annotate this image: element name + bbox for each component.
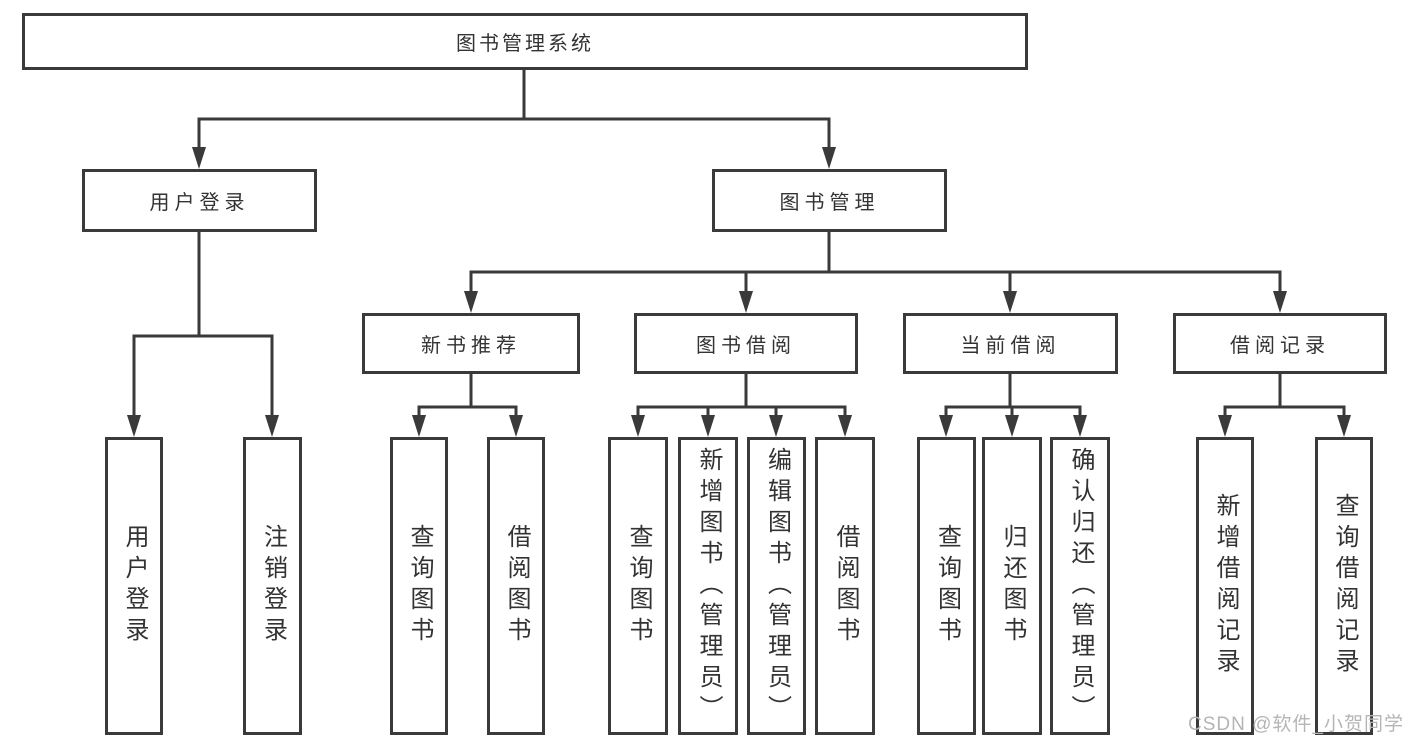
leaf-add-book-admin: 新增图书（管理员）	[678, 437, 738, 735]
leaf-query-books-recommend-label: 查询图书	[406, 524, 433, 648]
node-user-login-label: 用户登录	[149, 192, 250, 214]
leaf-borrow-books-borrowing: 借阅图书	[815, 437, 875, 735]
leaf-confirm-return-admin-label: 确认归还（管理员）	[1067, 446, 1094, 726]
leaf-query-books-recommend: 查询图书	[390, 437, 448, 735]
leaf-return-book: 归还图书	[982, 437, 1042, 735]
node-new-book-recommend: 新书推荐	[362, 313, 580, 374]
leaf-borrow-books-recommend: 借阅图书	[487, 437, 545, 735]
node-library-system: 图书管理系统	[22, 13, 1028, 70]
node-library-system-label: 图书管理系统	[456, 33, 594, 55]
leaf-edit-book-admin: 编辑图书（管理员）	[747, 437, 806, 735]
leaf-borrow-books-borrowing-label: 借阅图书	[832, 524, 859, 648]
node-book-borrowing-label: 图书借阅	[696, 335, 796, 357]
leaf-add-borrow-record: 新增借阅记录	[1196, 437, 1254, 735]
leaf-add-borrow-record-label: 新增借阅记录	[1212, 493, 1239, 679]
node-new-book-recommend-label: 新书推荐	[421, 335, 521, 357]
leaf-user-login-label: 用户登录	[121, 524, 148, 648]
leaf-query-books-current: 查询图书	[917, 437, 976, 735]
leaf-query-books-current-label: 查询图书	[933, 524, 961, 648]
node-book-management-label: 图书管理	[779, 192, 880, 214]
leaf-return-book-label: 归还图书	[999, 524, 1026, 648]
leaf-query-borrow-record-label: 查询借阅记录	[1331, 493, 1358, 679]
leaf-add-book-admin-label: 新增图书（管理员）	[695, 446, 722, 726]
node-borrowing-records: 借阅记录	[1173, 313, 1387, 374]
arrowheads	[127, 147, 1351, 437]
node-current-borrowing: 当前借阅	[903, 313, 1118, 374]
leaf-confirm-return-admin: 确认归还（管理员）	[1050, 437, 1110, 735]
node-borrowing-records-label: 借阅记录	[1230, 335, 1330, 357]
leaf-logout: 注销登录	[243, 437, 302, 735]
node-book-borrowing: 图书借阅	[634, 313, 858, 374]
leaf-edit-book-admin-label: 编辑图书（管理员）	[763, 446, 791, 726]
leaf-query-books-borrowing: 查询图书	[608, 437, 668, 735]
node-current-borrowing-label: 当前借阅	[960, 335, 1061, 357]
leaf-query-borrow-record: 查询借阅记录	[1315, 437, 1373, 735]
node-book-management: 图书管理	[712, 169, 947, 232]
leaf-query-books-borrowing-label: 查询图书	[625, 524, 652, 648]
leaf-logout-label: 注销登录	[259, 524, 287, 648]
node-user-login: 用户登录	[82, 169, 317, 232]
leaf-user-login: 用户登录	[105, 437, 163, 735]
leaf-borrow-books-recommend-label: 借阅图书	[503, 524, 530, 648]
watermark: CSDN @软件_小贺同学	[1188, 714, 1404, 735]
